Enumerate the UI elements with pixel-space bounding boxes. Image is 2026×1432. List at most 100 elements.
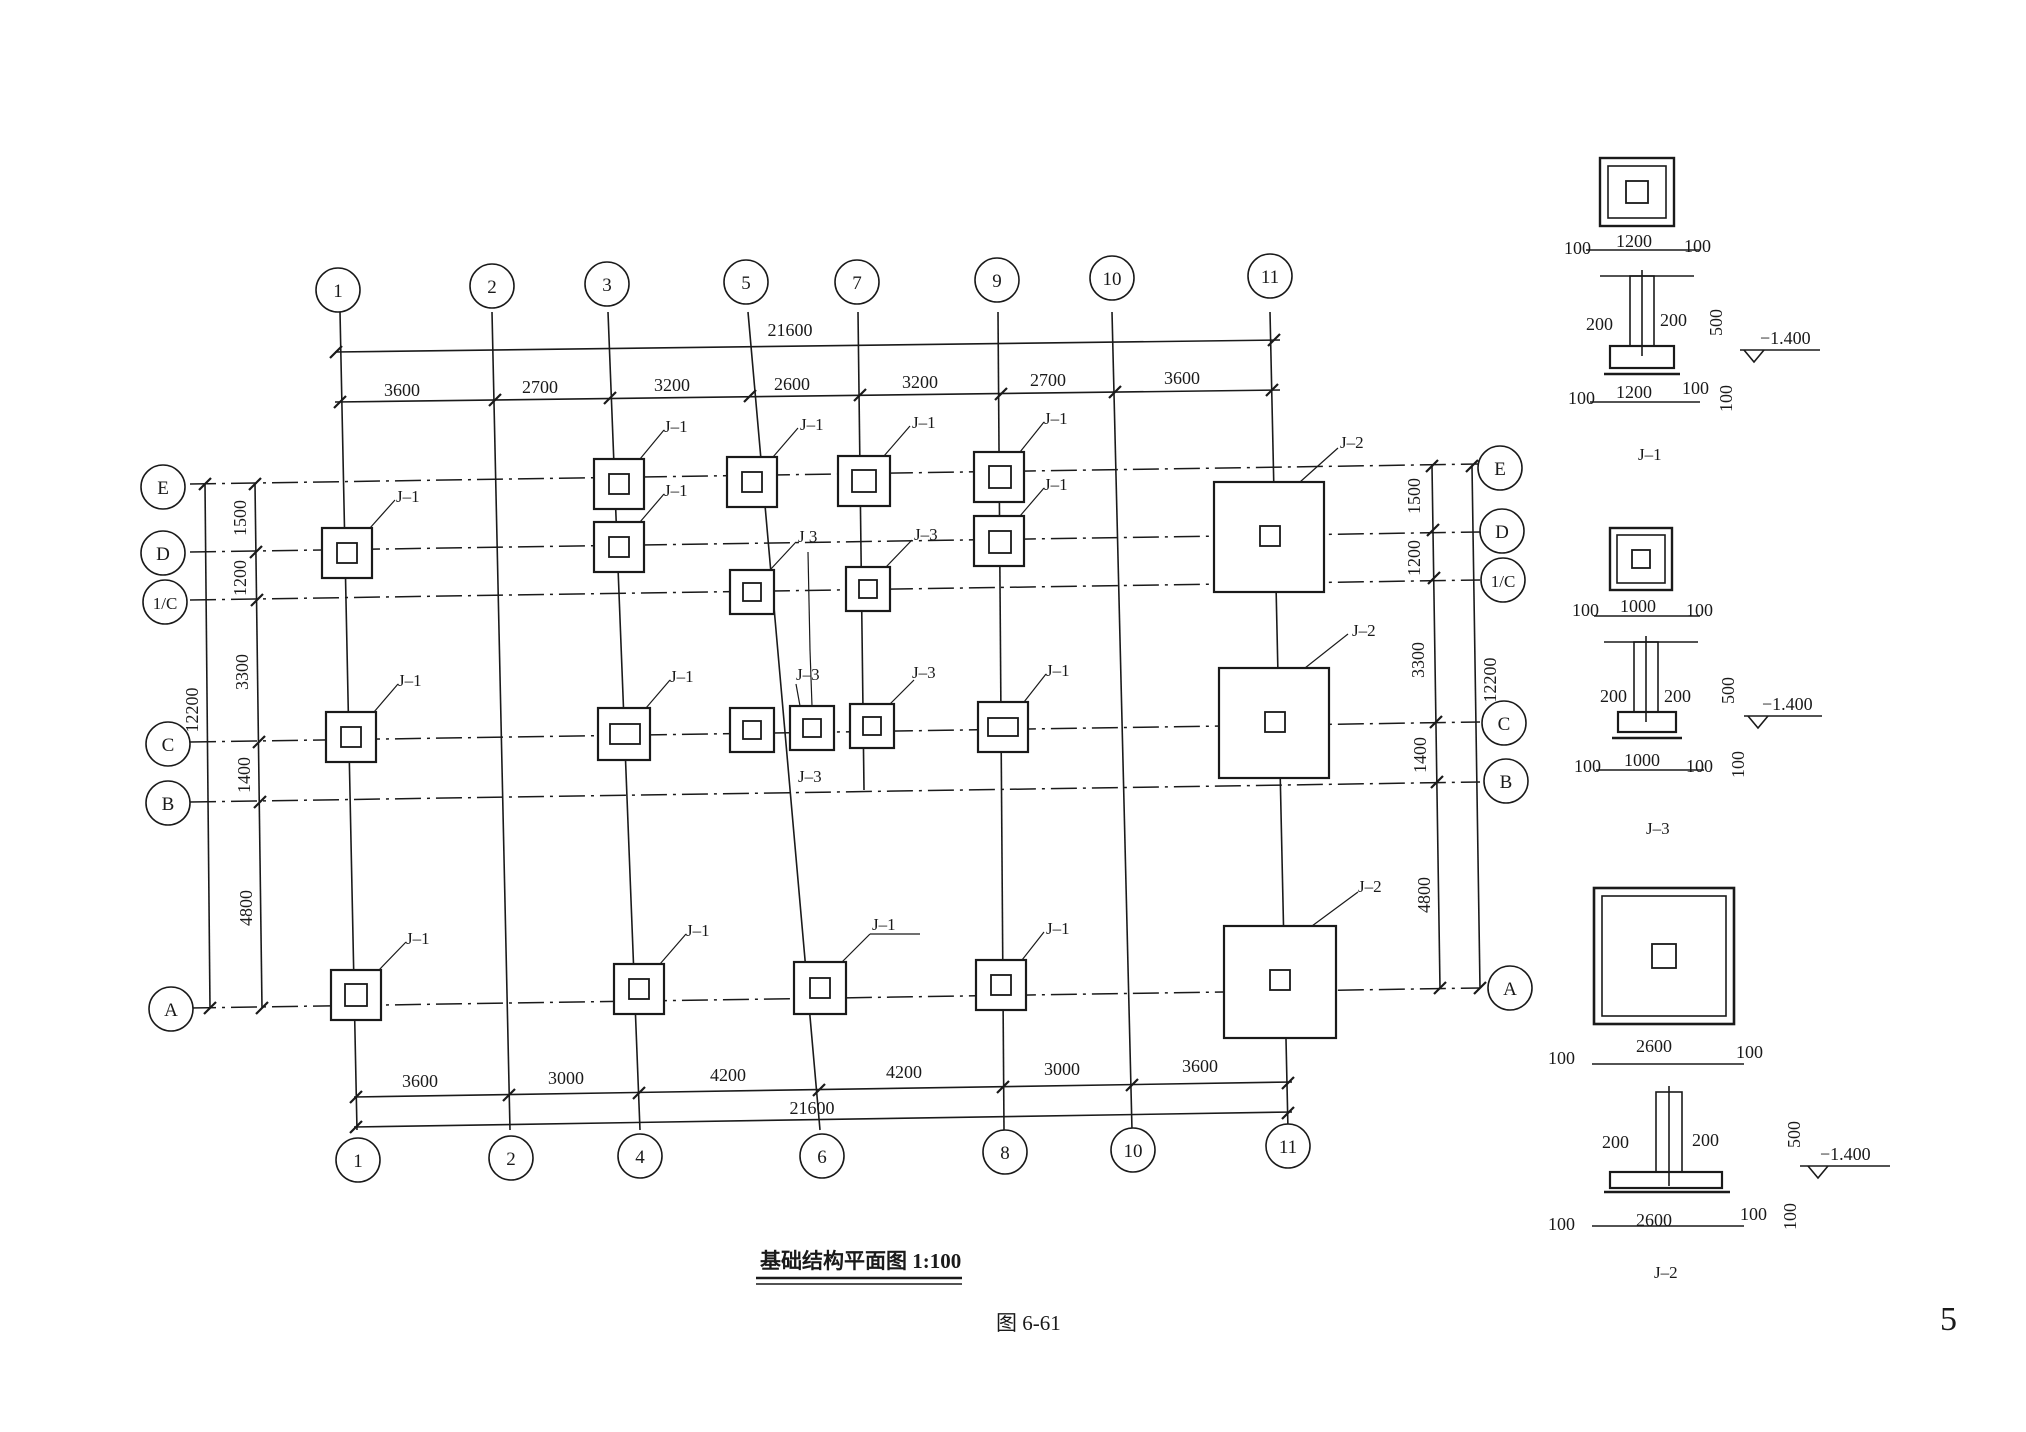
axis-bubble-right-A bbox=[1487, 965, 1533, 1011]
axis-label-top-3: 3 bbox=[602, 275, 612, 296]
axis-line-E bbox=[189, 463, 1481, 485]
left-dim-3: 3300 bbox=[232, 654, 252, 690]
right-dim-4: 1400 bbox=[1410, 737, 1430, 773]
top-chain-tick-9 bbox=[994, 387, 1008, 401]
footing-j1-6A bbox=[792, 960, 848, 1016]
axis-bubble-bottom-10 bbox=[1110, 1127, 1156, 1173]
leader-j3-mid-C bbox=[795, 683, 801, 707]
leader-j1-5E bbox=[772, 427, 799, 458]
bottom-chain-tick-4 bbox=[632, 1086, 646, 1100]
axis-label-bottom-11: 11 bbox=[1279, 1137, 1297, 1158]
left-chain-tick-1C bbox=[250, 593, 264, 607]
top-dim-3: 3200 bbox=[654, 375, 690, 395]
leader-j1-9C bbox=[1023, 673, 1047, 703]
figure-label: 图 6-61 bbox=[996, 1311, 1061, 1335]
detail-j2-base-height: 100 bbox=[1780, 1203, 1800, 1230]
detail-j2-stem-r: 200 bbox=[1692, 1130, 1719, 1150]
right-chain-tick-D bbox=[1426, 523, 1440, 537]
axis-label-top-5: 5 bbox=[741, 273, 751, 294]
axis-bubble-right-E bbox=[1477, 445, 1523, 491]
detail-j1-name: J–1 bbox=[1638, 445, 1662, 464]
leader-j1-3D bbox=[639, 493, 665, 523]
bottom-chain-tick-6 bbox=[812, 1083, 826, 1097]
bottom-dimensions: 3600 3000 4200 4200 3000 3600 21600 bbox=[349, 1056, 1295, 1134]
axis-bubble-bottom-4 bbox=[617, 1133, 663, 1179]
top-chain-tick-1 bbox=[333, 395, 347, 409]
top-chain-tick-3 bbox=[603, 391, 617, 405]
axis-label-left-C: C bbox=[162, 735, 175, 756]
top-dim-2: 2700 bbox=[522, 377, 558, 397]
left-dim-1: 1500 bbox=[230, 500, 250, 536]
axis-label-left-A: A bbox=[164, 1000, 178, 1021]
footing-j3-mid-C-column bbox=[802, 718, 822, 738]
axis-label-left-B: B bbox=[162, 794, 175, 815]
detail-j3-name: J–3 bbox=[1646, 819, 1670, 838]
detail-j3-base-side-l: 100 bbox=[1574, 756, 1601, 776]
footing-j3-5-1C-column bbox=[742, 582, 762, 602]
axis-label-top-11: 11 bbox=[1261, 267, 1279, 288]
footing-j1-3D-column bbox=[608, 536, 630, 558]
top-chain-tick-2 bbox=[488, 393, 502, 407]
footing-j1-5E-column bbox=[741, 471, 763, 493]
detail-j3-level: −1.400 bbox=[1762, 694, 1813, 714]
footing-j1-3C bbox=[596, 706, 652, 762]
tag-j3-7-1C: J–3 bbox=[914, 525, 938, 544]
right-dimensions: 1500 1200 3300 1400 4800 12200 bbox=[1404, 459, 1500, 995]
bottom-dim-2: 3000 bbox=[548, 1068, 584, 1088]
tag-j1-6A: J–1 bbox=[872, 915, 896, 934]
footing-j1-9E-column bbox=[988, 465, 1012, 489]
top-dim-5: 3200 bbox=[902, 372, 938, 392]
leader-j1-1A bbox=[378, 941, 407, 971]
footings-j3: J 3 J–3 J–3 J–3 J–3 bbox=[728, 525, 938, 786]
right-chain-tick-B bbox=[1430, 775, 1444, 789]
axis-bubble-top-7 bbox=[834, 259, 880, 305]
axis-bubble-top-11 bbox=[1247, 253, 1293, 299]
right-chain-dim-line bbox=[1431, 465, 1441, 989]
bottom-chain-tick-11 bbox=[1281, 1076, 1295, 1090]
bottom-total-dim-line bbox=[353, 1111, 1293, 1128]
leader-j1-3C bbox=[645, 679, 671, 709]
detail-j2-plan-inner bbox=[1601, 895, 1727, 1017]
detail-j2-base-width: 2600 bbox=[1636, 1210, 1672, 1230]
top-dimensions: 21600 3600 2700 3200 2600 3200 2700 3600 bbox=[329, 320, 1281, 409]
axis-label-right-1C: 1/C bbox=[1491, 572, 1516, 591]
detail-j2-plan-outer bbox=[1592, 886, 1736, 1026]
detail-j1-plan-inner bbox=[1607, 165, 1667, 219]
right-chain-tick-E bbox=[1425, 459, 1439, 473]
detail-j3-level-mark bbox=[1747, 715, 1769, 730]
axis-bubble-top-5 bbox=[723, 259, 769, 305]
footing-j2-A bbox=[1222, 924, 1338, 1040]
detail-j1-dim-side-l: 100 bbox=[1564, 238, 1591, 258]
axis-label-top-1: 1 bbox=[333, 281, 343, 302]
detail-j2-level: −1.400 bbox=[1820, 1144, 1871, 1164]
axis-bubble-left-D bbox=[140, 530, 186, 576]
axis-label-left-E: E bbox=[157, 478, 169, 499]
detail-j3: 100 1000 100 200 200 500 −1.400 100 1000… bbox=[1572, 526, 1822, 838]
detail-j2-base-side-l: 100 bbox=[1548, 1214, 1575, 1234]
axis-line-2 bbox=[491, 311, 511, 1131]
detail-j2-height: 500 bbox=[1784, 1121, 1804, 1148]
left-dim-2: 1200 bbox=[230, 560, 250, 596]
bottom-dim-1: 3600 bbox=[402, 1071, 438, 1091]
left-dim-5: 4800 bbox=[236, 890, 256, 926]
top-dim-7: 3600 bbox=[1164, 368, 1200, 388]
detail-j1-base bbox=[1608, 344, 1676, 370]
right-dim-1: 1500 bbox=[1404, 478, 1424, 514]
leader-j1-7E bbox=[883, 425, 911, 457]
detail-j3-dim-width: 1000 bbox=[1620, 596, 1656, 616]
detail-j1-dim-width: 1200 bbox=[1616, 231, 1652, 251]
tag-j3-5-1C: J 3 bbox=[798, 527, 817, 546]
tag-j1-3D: J–1 bbox=[664, 481, 688, 500]
axis-bubble-bottom-6 bbox=[799, 1133, 845, 1179]
leader-j1-6A bbox=[841, 933, 871, 963]
detail-j1-stem-l: 200 bbox=[1586, 314, 1613, 334]
footing-j1-7E-column bbox=[851, 469, 877, 493]
axis-bubble-bottom-11 bbox=[1265, 1123, 1311, 1169]
left-dim-4: 1400 bbox=[234, 757, 254, 793]
axis-bubble-bottom-1 bbox=[335, 1137, 381, 1183]
detail-j3-dim-side-r: 100 bbox=[1686, 600, 1713, 620]
detail-j1-base-side-r: 100 bbox=[1682, 378, 1709, 398]
detail-j2-name: J–2 bbox=[1654, 1263, 1678, 1282]
bottom-chain-tick-2 bbox=[502, 1088, 516, 1102]
tag-j3-7C: J–3 bbox=[912, 663, 936, 682]
